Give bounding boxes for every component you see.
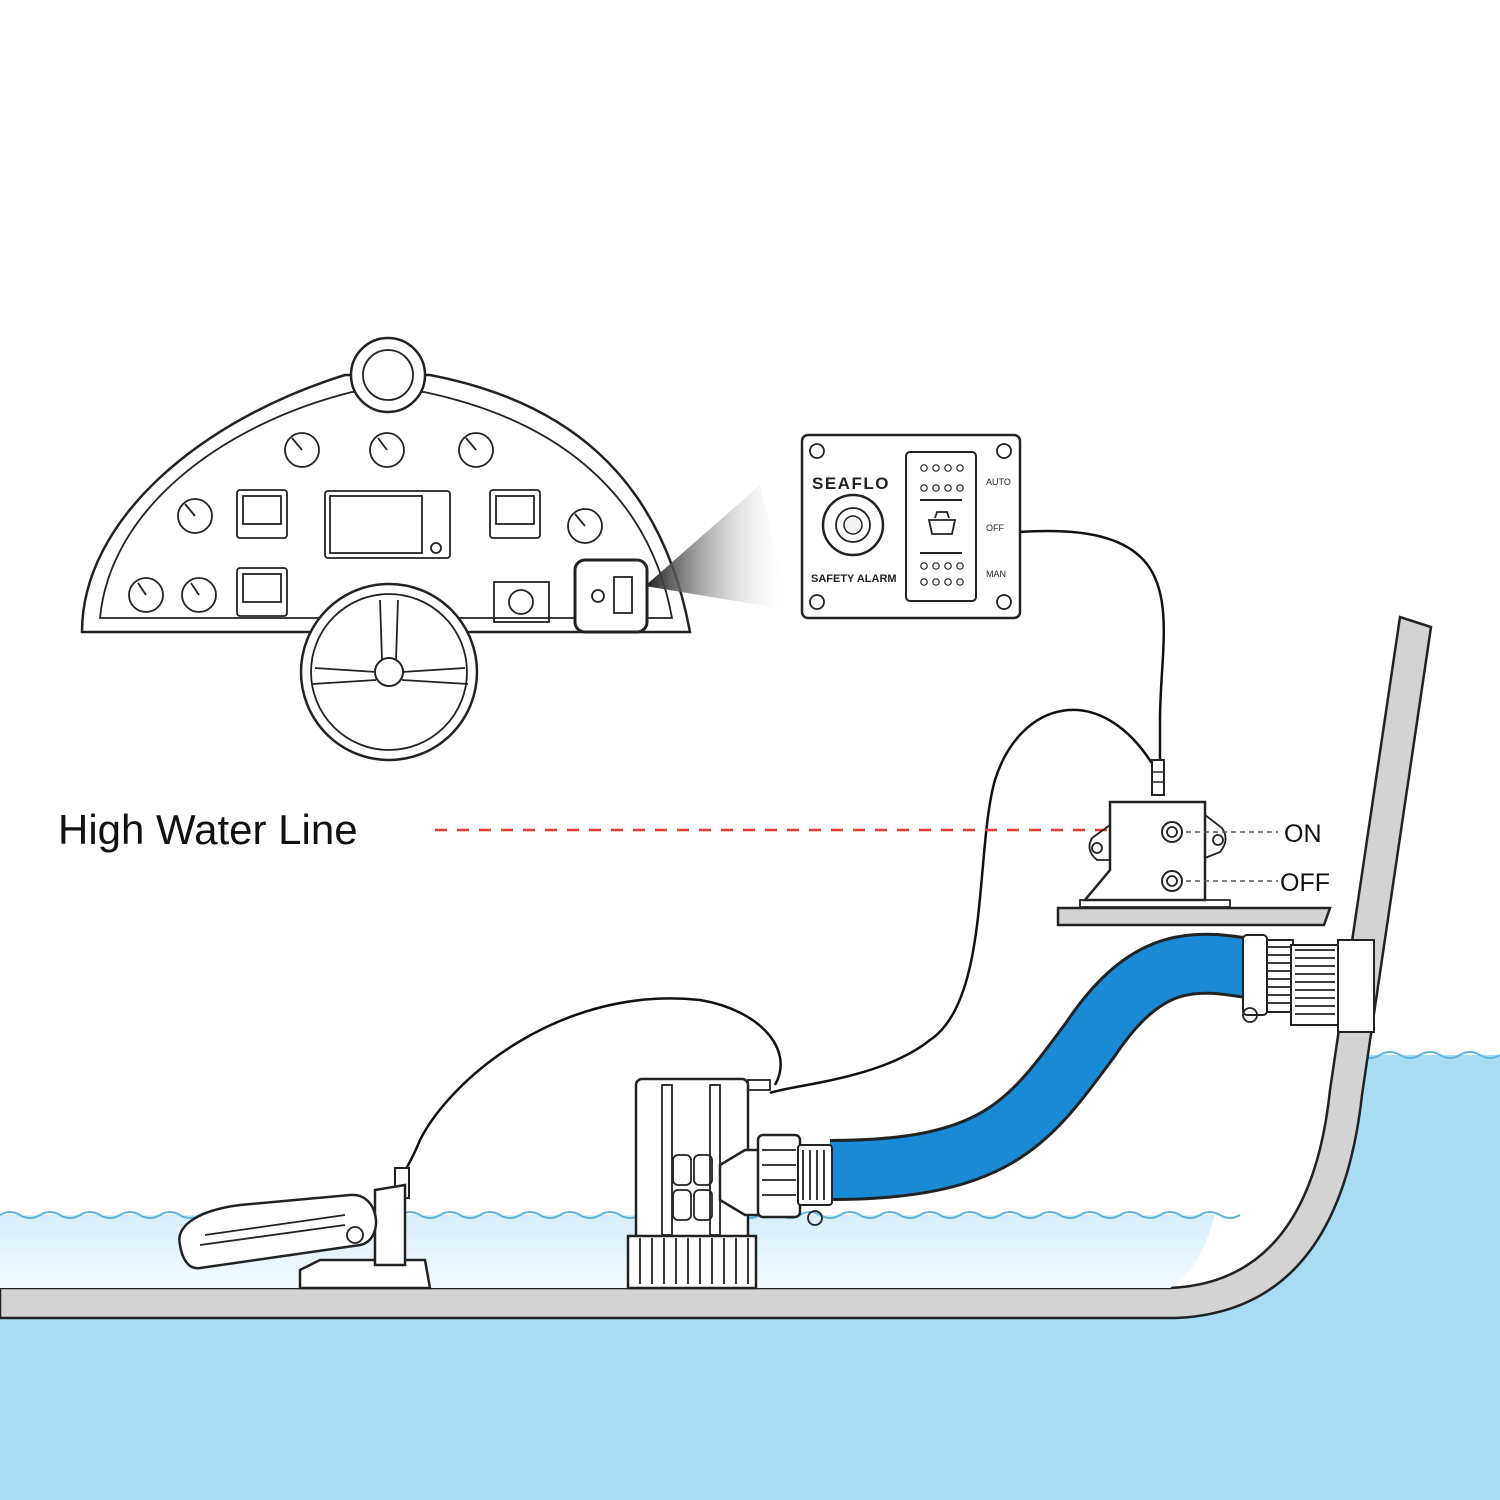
brand-label: SEAFLO: [812, 474, 890, 493]
steering-wheel-icon: [299, 582, 479, 762]
button-label: SAFETY ALARM: [811, 573, 897, 585]
bilge-pump-icon: [626, 1077, 833, 1290]
position-label-auto: AUTO: [986, 477, 1011, 487]
alarm-panel-mini-icon: [573, 558, 649, 634]
sea-water: [0, 1051, 1500, 1500]
position-label-off: OFF: [986, 523, 1004, 533]
float-switch-icon: [178, 1167, 432, 1290]
boat-dashboard-icon: [80, 336, 692, 762]
discharge-hose: [829, 932, 1266, 1201]
compass-icon: [493, 581, 550, 623]
alarm-test-button[interactable]: [821, 493, 885, 557]
water-level-sensor-icon: ON OFF: [1079, 759, 1330, 908]
sensor-on-label: ON: [1284, 820, 1322, 848]
position-label-man: MAN: [986, 569, 1006, 579]
thru-hull-fitting: [1242, 934, 1375, 1033]
wiring: [401, 529, 1166, 1176]
rocker-dots: [920, 464, 964, 586]
sensor-off-label: OFF: [1280, 869, 1330, 897]
gauge-icon: [128, 432, 603, 613]
boat-hull: [0, 615, 1433, 1320]
rocker-switch[interactable]: [905, 451, 977, 602]
alarm-panel: SEAFLO SAFETY ALARM AUTO OFF MAN: [800, 433, 1022, 620]
high-water-line-label: High Water Line: [58, 806, 358, 853]
display-screen-icon: [236, 489, 541, 617]
zoom-beam: [645, 485, 790, 610]
mounting-shelf: [1056, 906, 1332, 927]
